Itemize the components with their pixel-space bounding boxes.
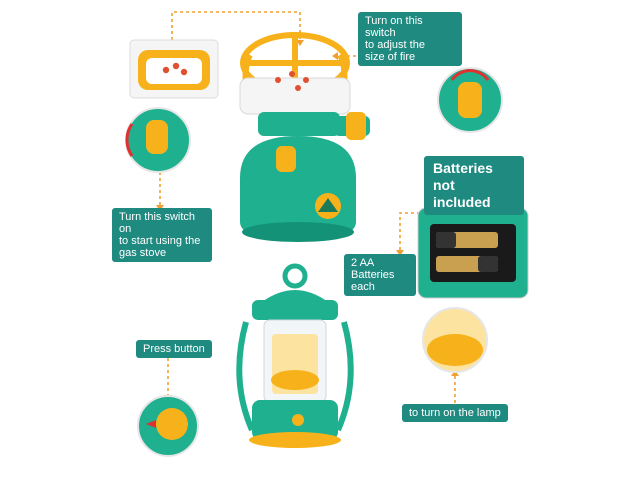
burner-inset	[129, 39, 219, 99]
press-button-closeup	[137, 395, 199, 457]
batteries-not-included-callout: Batteries not included	[424, 156, 524, 215]
start-switch-callout: Turn this switch on to start using the g…	[112, 208, 212, 262]
lamp-callout: to turn on the lamp	[402, 404, 508, 422]
press-button-callout: Press button	[136, 340, 212, 358]
lamp-closeup	[422, 307, 488, 373]
batteries-spec-line2: each	[351, 281, 375, 293]
batteries-note-line1: Batteries not	[433, 160, 493, 193]
start-switch-closeup	[125, 107, 191, 173]
start-switch-line2: to start using the	[119, 235, 201, 247]
batteries-spec-callout: 2 AA Batteries each	[344, 254, 416, 296]
battery-compartment	[417, 207, 529, 299]
fire-switch-line2: to adjust the	[365, 39, 425, 51]
fire-switch-callout: Turn on this switch to adjust the size o…	[358, 12, 462, 66]
start-switch-line1: Turn this switch on	[119, 211, 196, 235]
press-button-text: Press button	[143, 343, 205, 355]
fire-knob-closeup	[437, 67, 503, 133]
camping-stove	[239, 32, 370, 242]
start-switch-line3: gas stove	[119, 247, 167, 259]
batteries-spec-line1: 2 AA Batteries	[351, 257, 395, 281]
fire-switch-line1: Turn on this switch	[365, 15, 423, 39]
fire-switch-line3: size of fire	[365, 51, 416, 63]
lamp-text: to turn on the lamp	[409, 407, 501, 419]
batteries-note-line2: included	[433, 194, 491, 210]
lantern	[236, 263, 354, 448]
